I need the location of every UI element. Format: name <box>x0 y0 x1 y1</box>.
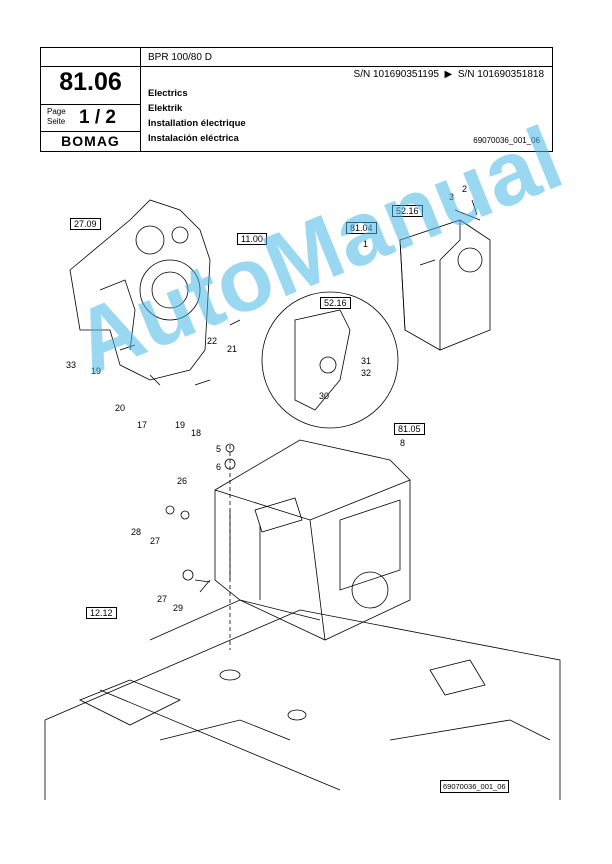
item-17: 17 <box>137 420 148 430</box>
ref-box-81-05: 81.05 <box>394 423 425 435</box>
title-de: Elektrik <box>148 103 183 114</box>
item-32: 32 <box>361 368 372 378</box>
item-3: 3 <box>449 192 455 202</box>
title-block-corner <box>41 48 140 67</box>
title-es: Instalación eléctrica <box>148 133 239 144</box>
item-33: 33 <box>66 360 77 370</box>
item-8: 8 <box>400 438 406 448</box>
title-en: Electrics <box>148 88 188 99</box>
item-29: 29 <box>173 603 184 613</box>
item-1: 1 <box>363 239 369 249</box>
page-box: Page Seite 1 / 2 <box>41 104 140 132</box>
item-28: 28 <box>131 527 142 537</box>
item-2: 2 <box>462 184 468 194</box>
item-31: 31 <box>361 356 372 366</box>
section-titles: Electrics Elektrik Installation électriq… <box>148 86 246 146</box>
header-divider <box>140 66 552 67</box>
item-26: 26 <box>177 476 188 486</box>
item-21: 21 <box>227 344 238 354</box>
item-19-b: 19 <box>91 366 102 376</box>
ref-box-52-16-a: 52.16 <box>392 205 423 217</box>
item-30: 30 <box>319 391 330 401</box>
item-27-b: 27 <box>157 594 168 604</box>
ref-box-52-16-b: 52.16 <box>320 297 351 309</box>
item-5: 5 <box>216 444 222 454</box>
item-27-a: 27 <box>150 536 161 546</box>
page-label: Page Seite <box>47 107 66 126</box>
bomag-logo: BOMAG <box>61 133 120 149</box>
page-number: 1 / 2 <box>79 107 116 128</box>
item-19-a: 19 <box>175 420 186 430</box>
item-18: 18 <box>191 428 202 438</box>
item-22: 22 <box>207 336 218 346</box>
section-number: 81.06 <box>59 68 122 96</box>
item-6: 6 <box>216 462 222 472</box>
ref-box-12-12: 12.12 <box>86 607 117 619</box>
exploded-parts-diagram <box>44 199 561 800</box>
serial-range: S/N 101690351195 ▶ S/N 101690351818 <box>353 69 544 80</box>
figure-id: 69070036_001_06 <box>440 780 509 793</box>
ref-box-81-04: 81.04 <box>346 222 377 234</box>
model-name: BPR 100/80 D <box>148 52 212 63</box>
title-block: 81.06 Page Seite 1 / 2 BOMAG BPR 100/80 … <box>40 47 553 152</box>
ref-box-11-00: 11.00 <box>237 233 267 245</box>
item-20: 20 <box>115 403 126 413</box>
document-id: 69070036_001_06 <box>473 136 540 145</box>
ref-box-27-09: 27.09 <box>70 218 101 230</box>
title-fr: Installation électrique <box>148 118 246 129</box>
title-block-left <box>41 48 141 151</box>
